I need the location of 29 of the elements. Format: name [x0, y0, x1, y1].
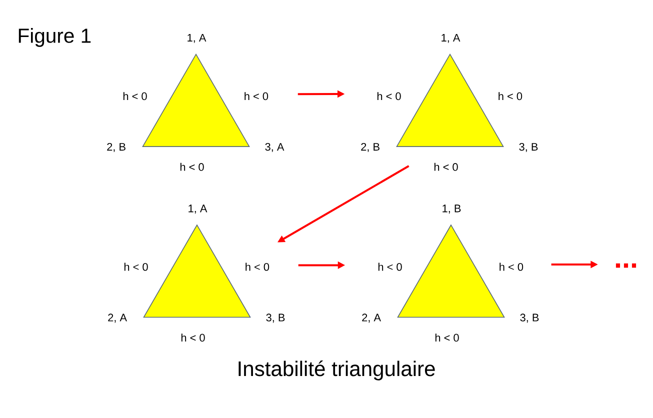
vertex-label: 2, B	[107, 142, 126, 152]
side-label: h < 0	[244, 92, 268, 100]
ellipsis: ...	[616, 263, 636, 268]
vertex-label: 2, B	[361, 142, 380, 152]
vertex-label: 2, A	[108, 314, 127, 323]
side-label: h < 0	[434, 162, 458, 171]
vertex-label: 3, B	[520, 314, 539, 323]
vertex-label: 3, A	[265, 142, 284, 152]
side-label: h < 0	[124, 262, 148, 271]
side-label: h < 0	[181, 334, 205, 342]
vertex-label: 1, A	[188, 34, 206, 43]
vertex-label: 3, B	[519, 142, 538, 152]
side-label: h < 0	[246, 262, 270, 271]
caption: Instabilité triangulaire	[238, 360, 435, 380]
side-label: h < 0	[123, 92, 147, 100]
vertex-label: 3, B	[266, 314, 285, 323]
side-label: h < 0	[498, 92, 522, 100]
side-label: h < 0	[377, 92, 401, 100]
triangle	[396, 54, 504, 147]
triangle	[142, 54, 250, 147]
vertex-label: 1, B	[442, 204, 461, 214]
side-label: h < 0	[435, 334, 459, 342]
title: Figure 1	[18, 28, 91, 47]
vertex-label: 2, A	[362, 314, 381, 323]
vertex-label: 1, A	[188, 204, 208, 214]
side-label: h < 0	[378, 262, 402, 271]
side-label: h < 0	[180, 162, 204, 171]
vertex-label: 1, A	[442, 34, 460, 43]
side-label: h < 0	[500, 262, 524, 271]
